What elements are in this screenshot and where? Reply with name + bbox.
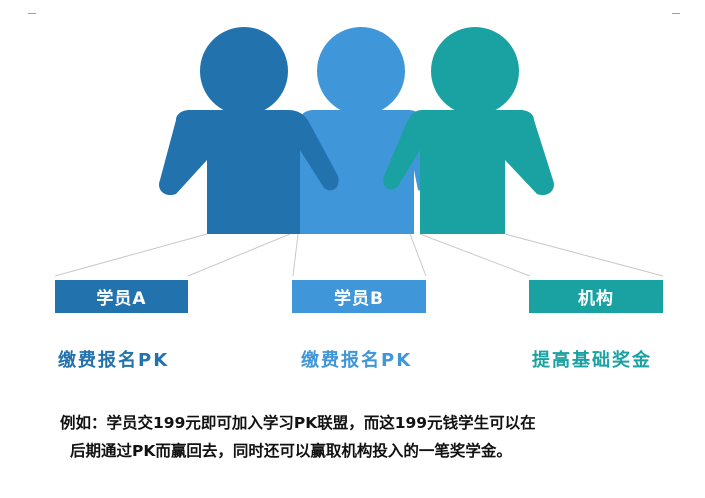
- people-illustration: [54, 27, 664, 277]
- role-label: 机构: [578, 289, 614, 309]
- corner-mark-right: [672, 13, 680, 14]
- role-box-student-b: 学员B: [292, 280, 426, 313]
- connector-b-left: [292, 233, 299, 277]
- connector-c-left: [419, 233, 531, 277]
- person-icon: [383, 27, 554, 234]
- person-icon: [282, 27, 432, 234]
- example-line-1: 例如：学员交199元即可加入学习PK联盟，而这199元钱学生可以在: [60, 414, 536, 432]
- example-paragraph: 例如：学员交199元即可加入学习PK联盟，而这199元钱学生可以在 后期通过PK…: [60, 409, 660, 465]
- role-label: 学员B: [334, 289, 384, 309]
- connector-a-right: [187, 233, 291, 277]
- example-line-2: 后期通过PK而赢回去，同时还可以赢取机构投入的一笔奖学金。: [70, 442, 512, 460]
- connector-a-left: [54, 233, 208, 277]
- connector-b-right: [409, 233, 427, 277]
- role-caption-institution: 提高基础奖金: [532, 350, 652, 371]
- role-box-institution: 机构: [529, 280, 663, 313]
- corner-mark-left: [28, 13, 36, 14]
- person-icon: [159, 27, 339, 234]
- role-caption-student-b: 缴费报名PK: [301, 350, 413, 371]
- connector-lines: [54, 233, 664, 277]
- role-label: 学员A: [96, 289, 147, 309]
- role-caption-student-a: 缴费报名PK: [58, 350, 170, 371]
- connector-c-right: [504, 233, 664, 277]
- role-box-student-a: 学员A: [55, 280, 188, 313]
